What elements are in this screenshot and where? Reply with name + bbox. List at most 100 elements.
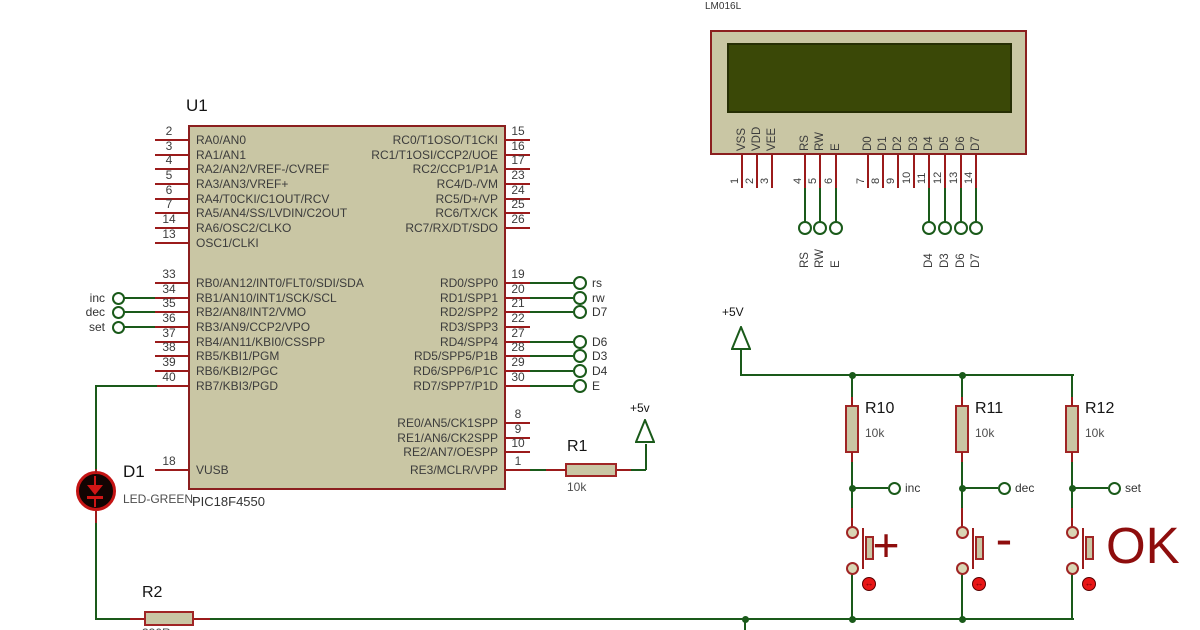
terminal[interactable] xyxy=(573,349,587,363)
button-label: - xyxy=(995,511,1013,567)
wire-segment xyxy=(530,469,546,471)
pin-stub xyxy=(155,227,188,229)
pin-number: 40 xyxy=(162,370,176,384)
pin-stub xyxy=(505,282,530,284)
terminal[interactable] xyxy=(887,481,901,495)
pin-stub xyxy=(155,212,188,214)
terminal[interactable] xyxy=(573,379,587,393)
lcd-terminal-label-D4: D4 xyxy=(923,253,935,268)
pin-name: RC2/CCP1/P1A xyxy=(412,162,498,176)
pin-name: VUSB xyxy=(196,463,229,477)
pin-name: RD5/SPP5/P1B xyxy=(413,349,498,363)
terminal[interactable] xyxy=(969,221,983,235)
push-button[interactable] xyxy=(1085,536,1094,560)
terminal[interactable] xyxy=(938,221,952,235)
lcd-pin-number: 1 xyxy=(729,177,741,184)
terminal-label-D6: D6 xyxy=(592,335,608,349)
pin-stub xyxy=(505,385,530,387)
lcd-pin-name: RW xyxy=(814,132,826,151)
wire-segment xyxy=(95,469,97,473)
terminal[interactable] xyxy=(573,291,587,305)
resistor-r2[interactable] xyxy=(144,611,194,626)
lcd-terminal-label-RW: RW xyxy=(814,249,826,268)
pin-name: RB3/AN9/CCP2/VPO xyxy=(196,320,311,334)
led-bar-icon xyxy=(87,496,103,499)
wire-segment xyxy=(546,469,566,471)
pin-stub xyxy=(505,139,530,141)
button-pin xyxy=(1065,525,1079,539)
terminal[interactable] xyxy=(573,305,587,319)
terminal[interactable] xyxy=(798,221,812,235)
pin-name: RC0/T1OSO/T1CKI xyxy=(392,133,498,147)
pin-number: 27 xyxy=(511,326,525,340)
terminal[interactable] xyxy=(573,335,587,349)
pin-name: RB0/AN12/INT0/FLT0/SDI/SDA xyxy=(196,276,364,290)
lcd-pin-number: 9 xyxy=(885,177,897,184)
terminal[interactable] xyxy=(111,291,125,305)
terminal[interactable] xyxy=(111,320,125,334)
pin-stub xyxy=(155,139,188,141)
lcd-pin-stub xyxy=(771,155,773,188)
pin-name: OSC1/CLKI xyxy=(196,236,259,250)
terminal[interactable] xyxy=(1107,481,1121,495)
terminal[interactable] xyxy=(922,221,936,235)
lcd-pin-name: D6 xyxy=(955,136,967,151)
resistor-r10[interactable] xyxy=(845,405,859,453)
pin-name: RA2/AN2/VREF-/CVREF xyxy=(196,162,330,176)
pin-number: 20 xyxy=(511,282,525,296)
mcu-chip[interactable] xyxy=(188,125,506,490)
pin-number: 28 xyxy=(511,340,525,354)
wire-segment xyxy=(851,462,853,489)
pin-name: RC7/RX/DT/SDO xyxy=(405,221,498,235)
lcd-pin-number: 12 xyxy=(932,171,944,184)
pin-number: 22 xyxy=(511,311,525,325)
terminal[interactable] xyxy=(573,364,587,378)
wire-segment xyxy=(1071,452,1073,463)
push-button[interactable] xyxy=(865,536,874,560)
lcd-pin-number: 2 xyxy=(744,177,756,184)
pin-name: RB5/KBI1/PGM xyxy=(196,349,280,363)
resistor-r12[interactable] xyxy=(1065,405,1079,453)
pin-number: 9 xyxy=(514,422,522,436)
wire-segment xyxy=(961,375,963,397)
wire-junction xyxy=(958,484,966,492)
pin-number: 7 xyxy=(165,197,173,211)
button-toggle-icon[interactable]: ↔ xyxy=(862,577,876,591)
button-pin xyxy=(955,525,969,539)
resistor-r11[interactable] xyxy=(955,405,969,453)
terminal-label-inc: inc xyxy=(89,291,105,305)
power-arrow-icon[interactable] xyxy=(635,419,655,445)
pin-name: RC4/D-/VM xyxy=(436,177,498,191)
wire-segment xyxy=(744,620,746,630)
pin-name: RE3/MCLR/VPP xyxy=(409,463,498,477)
terminal-label-dec: dec xyxy=(85,305,105,319)
button-toggle-icon[interactable]: ↔ xyxy=(972,577,986,591)
push-button[interactable] xyxy=(975,536,984,560)
terminal[interactable] xyxy=(111,305,125,319)
terminal[interactable] xyxy=(573,276,587,290)
button-actuator-line xyxy=(862,528,864,569)
terminal[interactable] xyxy=(829,221,843,235)
wire-segment xyxy=(194,618,210,620)
terminal[interactable] xyxy=(954,221,968,235)
pin-number: 23 xyxy=(511,168,525,182)
terminal[interactable] xyxy=(813,221,827,235)
terminal-wire xyxy=(530,297,573,299)
wire-junction xyxy=(741,615,749,623)
resistor-r1[interactable] xyxy=(565,463,617,477)
pin-stub xyxy=(155,183,188,185)
terminal-wire xyxy=(124,326,155,328)
lcd-title: LM016L xyxy=(705,1,742,12)
lcd-pin-stub xyxy=(835,155,837,188)
lcd-pin-number: 6 xyxy=(823,177,835,184)
wire-segment xyxy=(95,523,97,620)
pin-name: RE1/AN6/CK2SPP xyxy=(397,431,498,445)
resistor-r12-value: 10k xyxy=(1085,426,1105,440)
button-pin xyxy=(955,561,969,575)
terminal[interactable] xyxy=(997,481,1011,495)
led-d1[interactable] xyxy=(76,471,116,511)
resistor-r11-value: 10k xyxy=(975,426,995,440)
button-toggle-icon[interactable]: ↔ xyxy=(1082,577,1096,591)
pin-number: 18 xyxy=(162,454,176,468)
button-actuator-line xyxy=(1082,528,1084,569)
